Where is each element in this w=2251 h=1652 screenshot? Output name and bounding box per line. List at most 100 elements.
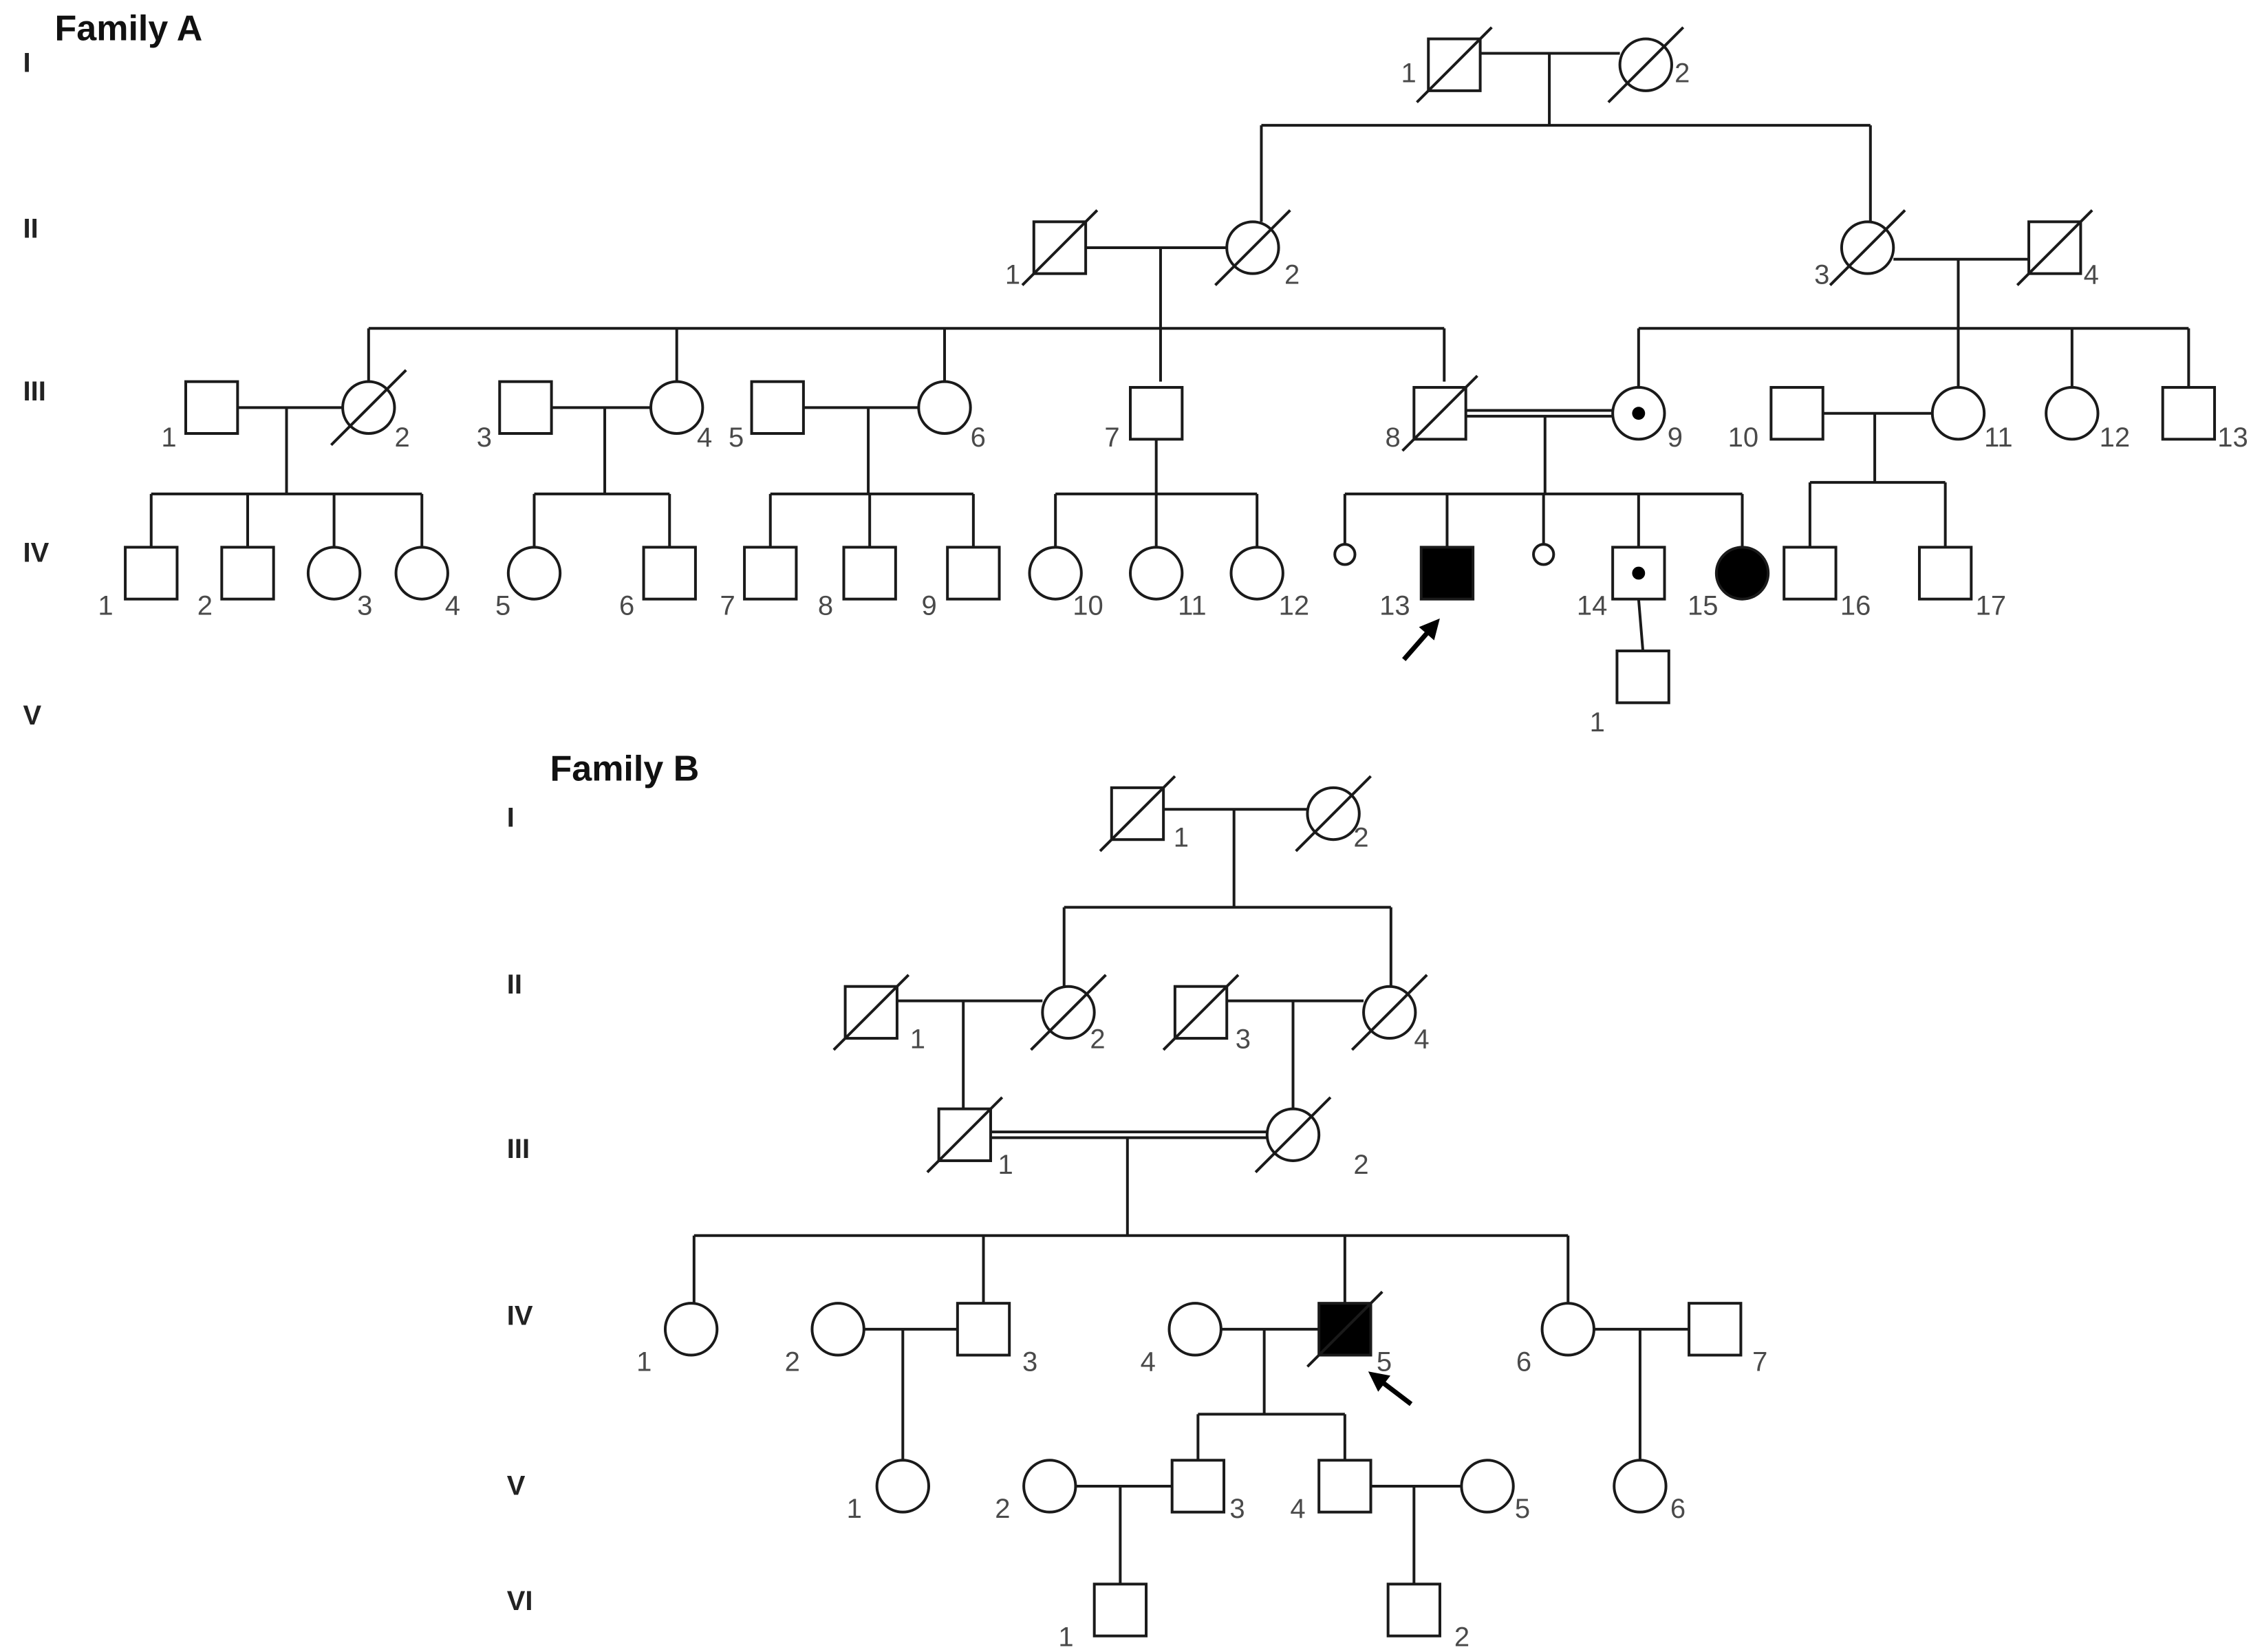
individual-number: 7 bbox=[720, 591, 735, 621]
deceased-slash bbox=[1401, 374, 1478, 452]
family-a-generation-label: V bbox=[23, 700, 41, 731]
family-a-individual-iv-12: 12 bbox=[1229, 546, 1309, 621]
family-b-individual-i-2: 2 bbox=[1295, 775, 1372, 853]
male-symbol bbox=[220, 546, 275, 601]
male-symbol bbox=[956, 1302, 1011, 1357]
female-symbol bbox=[306, 546, 362, 601]
family-a-title: Family A bbox=[55, 9, 203, 49]
individual-number: 4 bbox=[1290, 1494, 1305, 1524]
family-b-individual-iv-3: 3 bbox=[956, 1302, 1037, 1377]
female-symbol bbox=[1028, 546, 1083, 601]
family-a-individual-ii-1: 1 bbox=[1005, 209, 1099, 290]
family-b-individual-iv-6: 6 bbox=[1516, 1302, 1595, 1377]
individual-number: 13 bbox=[1379, 591, 1410, 621]
individual-number: 1 bbox=[636, 1347, 651, 1377]
individual-number: 3 bbox=[477, 422, 492, 453]
carrier-dot bbox=[1632, 407, 1646, 420]
individual-number: 13 bbox=[2217, 422, 2248, 453]
family-a-individual-iii-3: 3 bbox=[477, 380, 553, 453]
family-b-individual-ii-1: 1 bbox=[832, 974, 925, 1055]
individual-number: 10 bbox=[1728, 422, 1759, 453]
family-b-individual-ii-3: 3 bbox=[1162, 974, 1251, 1055]
family-b-individual-ii-2: 2 bbox=[1030, 974, 1107, 1055]
individual-number: 1 bbox=[998, 1150, 1013, 1180]
family-b-individual-v-1: 1 bbox=[847, 1459, 930, 1524]
proband-arrowhead bbox=[1419, 618, 1440, 641]
family-a-generation-label: III bbox=[23, 376, 45, 407]
family-b-generation-label: I bbox=[507, 802, 515, 833]
deceased-slash bbox=[1214, 209, 1291, 286]
family-a-individual-iii-1: 1 bbox=[161, 380, 239, 453]
male-symbol bbox=[642, 546, 697, 601]
female-symbol bbox=[1022, 1459, 1077, 1514]
male-symbol bbox=[1419, 546, 1475, 601]
family-a-individual-ii-4: 4 bbox=[2016, 209, 2099, 290]
individual-number: 1 bbox=[1005, 259, 1020, 290]
family-b-individual-iv-4: 4 bbox=[1141, 1302, 1223, 1377]
deceased-slash bbox=[1099, 775, 1176, 852]
family-a-individual-iii-12: 12 bbox=[2045, 386, 2131, 453]
individual-number: 3 bbox=[1229, 1494, 1245, 1524]
female-symbol bbox=[1167, 1302, 1223, 1357]
individual-number: 4 bbox=[1414, 1025, 1429, 1055]
individual-number: 5 bbox=[729, 422, 744, 453]
individual-number: 6 bbox=[971, 422, 986, 453]
family-b-individual-v-6: 6 bbox=[1613, 1459, 1685, 1524]
family-b-generation-label: IV bbox=[507, 1301, 533, 1331]
family-a-individual-i-1: 1 bbox=[1401, 26, 1493, 104]
family-a-individual-iv-17: 17 bbox=[1917, 546, 2006, 621]
individual-number: 12 bbox=[2100, 422, 2131, 453]
family-a-individual-iii-13: 13 bbox=[2161, 386, 2248, 453]
family-b-generation-label: III bbox=[507, 1134, 530, 1164]
female-symbol bbox=[1613, 1459, 1668, 1514]
individual-number: 6 bbox=[619, 591, 634, 621]
individual-number: 1 bbox=[161, 422, 176, 453]
family-b-individual-vi-1: 1 bbox=[1058, 1583, 1148, 1652]
individual-number: 3 bbox=[1022, 1347, 1037, 1377]
individual-number: 4 bbox=[2084, 259, 2099, 290]
family-b-generation-label: II bbox=[507, 969, 522, 1000]
family-b-title: Family B bbox=[550, 749, 700, 789]
proband-arrowhead bbox=[1368, 1371, 1391, 1392]
individual-number: 9 bbox=[922, 591, 937, 621]
female-symbol bbox=[1714, 546, 1770, 601]
family-a-individual-iv-7: 7 bbox=[720, 546, 798, 621]
male-symbol bbox=[743, 546, 798, 601]
family-a-individual-iii-7: 7 bbox=[1104, 386, 1184, 453]
family-a-individual-iv-16: 16 bbox=[1783, 546, 1871, 621]
individual-number: 2 bbox=[1353, 823, 1368, 853]
female-symbol bbox=[1129, 546, 1184, 601]
family-a-individual-iv-15: 15 bbox=[1688, 546, 1770, 621]
individual-number: 2 bbox=[1454, 1622, 1469, 1652]
individual-number: 2 bbox=[197, 591, 213, 621]
individual-number: 2 bbox=[995, 1494, 1010, 1524]
family-b-individual-iii-2: 2 bbox=[1254, 1096, 1369, 1180]
line-of-descent bbox=[1637, 599, 1645, 652]
family-a-generation-label: II bbox=[23, 213, 38, 244]
individual-number: 6 bbox=[1670, 1494, 1685, 1524]
deceased-slash bbox=[1306, 1291, 1383, 1368]
family-a-individual-iv-m1 bbox=[1333, 543, 1357, 566]
family-b-individual-v-5: 5 bbox=[1460, 1459, 1530, 1524]
family-a-individual-iv-1: 1 bbox=[98, 546, 179, 621]
male-symbol bbox=[1783, 546, 1838, 601]
family-a-individual-iv-2: 2 bbox=[197, 546, 275, 621]
individual-number: 1 bbox=[1058, 1622, 1073, 1652]
individual-number: 8 bbox=[1385, 422, 1400, 453]
family-a-individual-iii-5: 5 bbox=[729, 380, 805, 453]
deceased-slash bbox=[1295, 775, 1372, 852]
small-female-symbol bbox=[1532, 543, 1555, 566]
individual-number: 1 bbox=[847, 1494, 862, 1524]
family-a-individual-iii-9: 9 bbox=[1611, 386, 1683, 453]
male-symbol bbox=[1688, 1302, 1743, 1357]
family-a-individual-iv-8: 8 bbox=[818, 546, 897, 621]
female-symbol bbox=[649, 380, 704, 435]
female-symbol bbox=[506, 546, 562, 601]
male-symbol bbox=[1769, 386, 1824, 441]
female-symbol bbox=[1930, 386, 1986, 441]
individual-number: 5 bbox=[1515, 1494, 1530, 1524]
family-a-individual-iv-5: 5 bbox=[495, 546, 562, 621]
deceased-slash bbox=[1162, 974, 1240, 1051]
individual-number: 14 bbox=[1577, 591, 1608, 621]
individual-number: 10 bbox=[1073, 591, 1103, 621]
